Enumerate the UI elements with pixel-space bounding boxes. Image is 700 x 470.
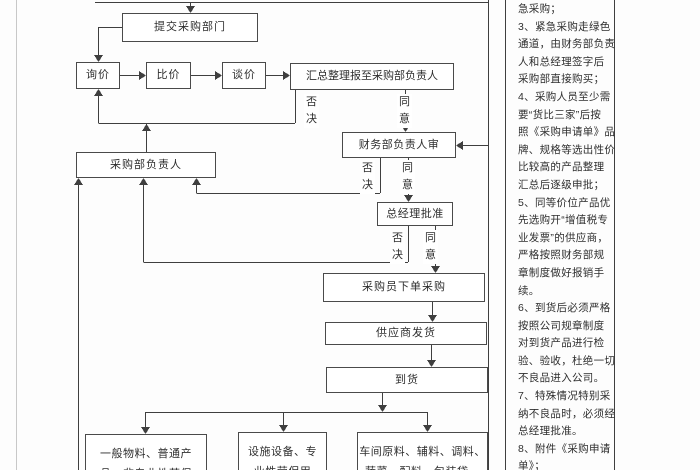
decision-label-agree-summarize: 同意	[397, 94, 412, 128]
decision-label-agree-finance: 同意	[400, 160, 415, 194]
flow-node-category-workshop-materials: 车间原料、辅料、调料、 蔬菜、配料、包装袋、	[357, 432, 488, 470]
flow-node-supplier-ship: 供应商发货	[325, 322, 487, 345]
decision-label-reject-summarize: 否决	[304, 94, 319, 128]
flow-node-price-inquiry: 询价	[76, 62, 120, 89]
flow-node-gm-approval: 总经理批准	[377, 202, 453, 226]
decision-label-reject-gm: 否决	[390, 230, 405, 264]
flow-node-purchasing-dept-head: 采购部负责人	[76, 152, 216, 178]
decision-label-agree-gm: 同意	[423, 230, 438, 264]
decision-label-reject-finance: 否决	[360, 160, 375, 194]
flow-node-category-general-materials: 一般物料、普通产 品、非专业性劳保 用品	[85, 434, 207, 470]
flow-node-place-order: 采购员下单采购	[323, 273, 485, 302]
flow-node-price-negotiate: 谈价	[222, 62, 266, 89]
flow-node-goods-arrival: 到货	[326, 367, 488, 393]
flow-node-price-compare: 比价	[146, 62, 191, 89]
notes-panel: 急采购； 3、紧急采购走绿色 通道，由财务部负责 人和总经理签字后 采购部直接购…	[518, 3, 616, 470]
flow-node-finance-head-review: 财务部负责人审	[342, 132, 456, 158]
flow-node-summarize-report: 汇总整理报至采购部负责人	[290, 63, 454, 90]
flow-node-submit-to-purchasing-dept: 提交采购部门	[122, 13, 258, 42]
flow-node-category-equipment: 设施设备、专 业性劳保用 品	[238, 432, 327, 470]
